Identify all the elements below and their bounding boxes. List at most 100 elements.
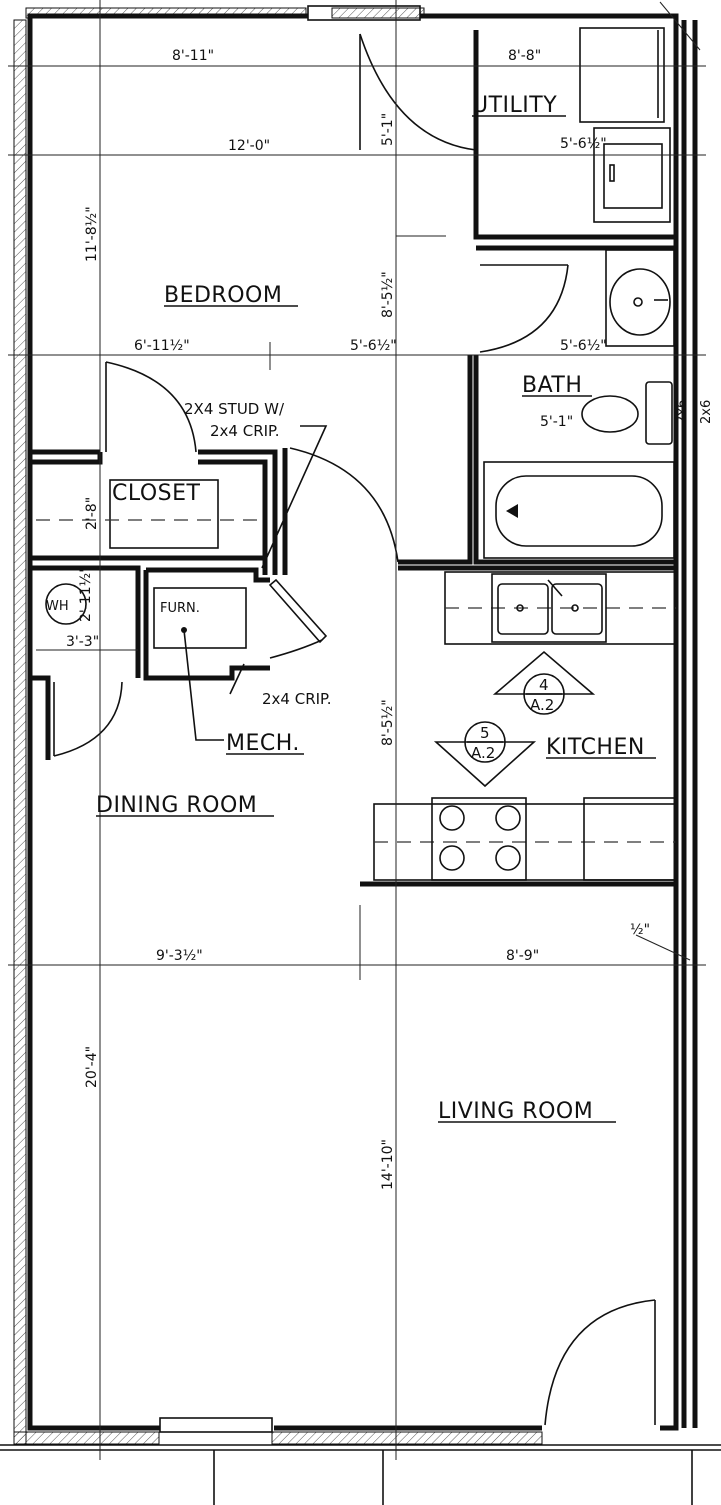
exterior-walls: [0, 7, 721, 1505]
crip-leader: [229, 663, 245, 695]
water-heater-label: WH: [46, 599, 69, 614]
bath-vanity: [605, 249, 675, 347]
dim-half-inch: ½": [630, 922, 650, 938]
section-5-number: 5: [480, 724, 490, 742]
dining-room-label: DINING ROOM: [96, 793, 257, 818]
washer: [593, 127, 671, 223]
toilet-bowl-icon: [581, 395, 639, 433]
dim-dining-width: 9'-3½": [156, 948, 203, 964]
dim-hall-width: 5'-6½": [350, 338, 397, 354]
dimension-labels: 8'-11" 8'-8" 12'-0" 5'-6½" 5'-1" 11'-8½"…: [66, 48, 650, 1190]
dim-bedroom-width: 8'-11": [172, 48, 214, 64]
dim-bedroom-mid: 8'-5½": [380, 271, 396, 318]
wall-type-label: 2x6: [675, 400, 690, 424]
mech-door-swing: [269, 639, 323, 659]
mech-label: MECH.: [226, 731, 300, 756]
top-leader: [659, 1, 701, 51]
closet-door-swing: [105, 361, 197, 453]
dim-wh-width: 3'-3": [66, 634, 99, 650]
wall-bath-left: [473, 355, 676, 565]
washer-lid: [603, 143, 663, 209]
stud-note-line1: 2X4 STUD W/: [184, 400, 285, 418]
dim-living-width: 8'-9": [506, 948, 539, 964]
wall-wh: [30, 565, 141, 678]
entry-door-swing: [544, 1299, 656, 1426]
burner-icon-4: [495, 845, 521, 871]
doors: [53, 33, 656, 1426]
sink-drain-left-icon: [516, 604, 524, 612]
dim-bath-width: 5'-6½": [560, 338, 607, 354]
wh-door-swing: [53, 681, 123, 757]
kitchen-faucet: [547, 579, 563, 597]
dim-utility-height: 5'-1": [380, 113, 396, 146]
dim-kitchen-depth: 8'-5½": [380, 699, 396, 746]
stud-note-line2: 2x4 CRIP.: [210, 422, 280, 440]
dim-utility-width: 8'-8": [508, 48, 541, 64]
bottom-left-exterior-wall: [13, 1431, 160, 1445]
kitchen-sink: [491, 573, 607, 643]
hall-door-swing: [289, 447, 399, 563]
closet-shelf: [109, 479, 219, 549]
wall-type-label-2: 2x6: [699, 400, 714, 424]
wall-closet-inner: [198, 459, 268, 575]
wall-mech-top: [146, 567, 270, 583]
utility-label: UTILITY: [472, 93, 557, 118]
top-mid-exterior-wall: [331, 7, 425, 19]
wall-perimeter-left: [27, 13, 308, 1431]
dim-living-depth: 14'-10": [380, 1139, 396, 1190]
furnace: [153, 587, 247, 649]
dim-utility-depth: 5'-6½": [560, 136, 607, 152]
dim-bedroom-depth: 11'-8½": [84, 206, 100, 262]
wall-utility: [473, 30, 676, 240]
half-inch-leader: [635, 934, 691, 961]
section-5-sheet: A.2: [471, 744, 495, 762]
wall-perimeter-right: [420, 13, 679, 1431]
bathtub-basin: [495, 475, 663, 547]
section-tag-labels: 4 A.2 5 A.2: [471, 676, 554, 762]
bathtub: [483, 461, 675, 559]
sink-basin-left: [497, 583, 549, 635]
range: [431, 797, 527, 881]
tub-drain-icon: [506, 504, 518, 518]
bath-sink-icon: [609, 268, 671, 336]
dryer: [579, 27, 665, 123]
dim-overall-top: 12'-0": [228, 138, 270, 154]
wall-wh-bottom: [30, 675, 51, 760]
sink-drain-icon: [633, 297, 643, 307]
bottom-mid-exterior-wall: [271, 1431, 543, 1445]
mech-leader: [183, 629, 224, 741]
burner-icon: [439, 805, 465, 831]
burner-icon-3: [439, 845, 465, 871]
dimension-lines: [8, 0, 706, 1460]
section-4-sheet: A.2: [530, 696, 554, 714]
window-bottom: [159, 1417, 273, 1433]
notes: FURN. WH 2X4 STUD W/ 2x4 CRIP. 2x4 CRIP.…: [46, 400, 714, 708]
wall-mech-bottom: [143, 570, 270, 681]
mech-door-leaf: [268, 578, 328, 644]
bath-door-swing: [479, 264, 569, 353]
section-4-number: 4: [539, 676, 549, 694]
bedroom-label: BEDROOM: [164, 283, 282, 308]
toilet-tank: [645, 381, 673, 445]
left-exterior-wall: [13, 19, 27, 1446]
dim-closet-width: 6'-11½": [134, 338, 190, 354]
bath-label: BATH: [522, 373, 582, 398]
water-heater-icon: [45, 583, 87, 625]
utility-door-swing: [359, 33, 477, 151]
fixtures: [36, 5, 677, 1433]
section-tag-5-circle: [464, 721, 506, 763]
washer-control: [609, 164, 615, 182]
section-tag-4-circle: [523, 673, 565, 715]
burner-icon-2: [495, 805, 521, 831]
wall-hall-right: [398, 355, 473, 565]
sink-basin-right: [551, 583, 603, 635]
dim-bath-tub: 5'-1": [540, 414, 573, 430]
closet-label: CLOSET: [112, 481, 201, 506]
dim-wh-depth: 2'-11½": [78, 566, 94, 622]
refrigerator: [583, 797, 677, 881]
living-room-label: LIVING ROOM: [438, 1099, 593, 1124]
room-labels: BEDROOM UTILITY BATH CLOSET DINING ROOM …: [96, 93, 656, 1124]
sink-drain-right-icon: [571, 604, 579, 612]
dim-closet-depth: 2'-8": [84, 497, 100, 530]
